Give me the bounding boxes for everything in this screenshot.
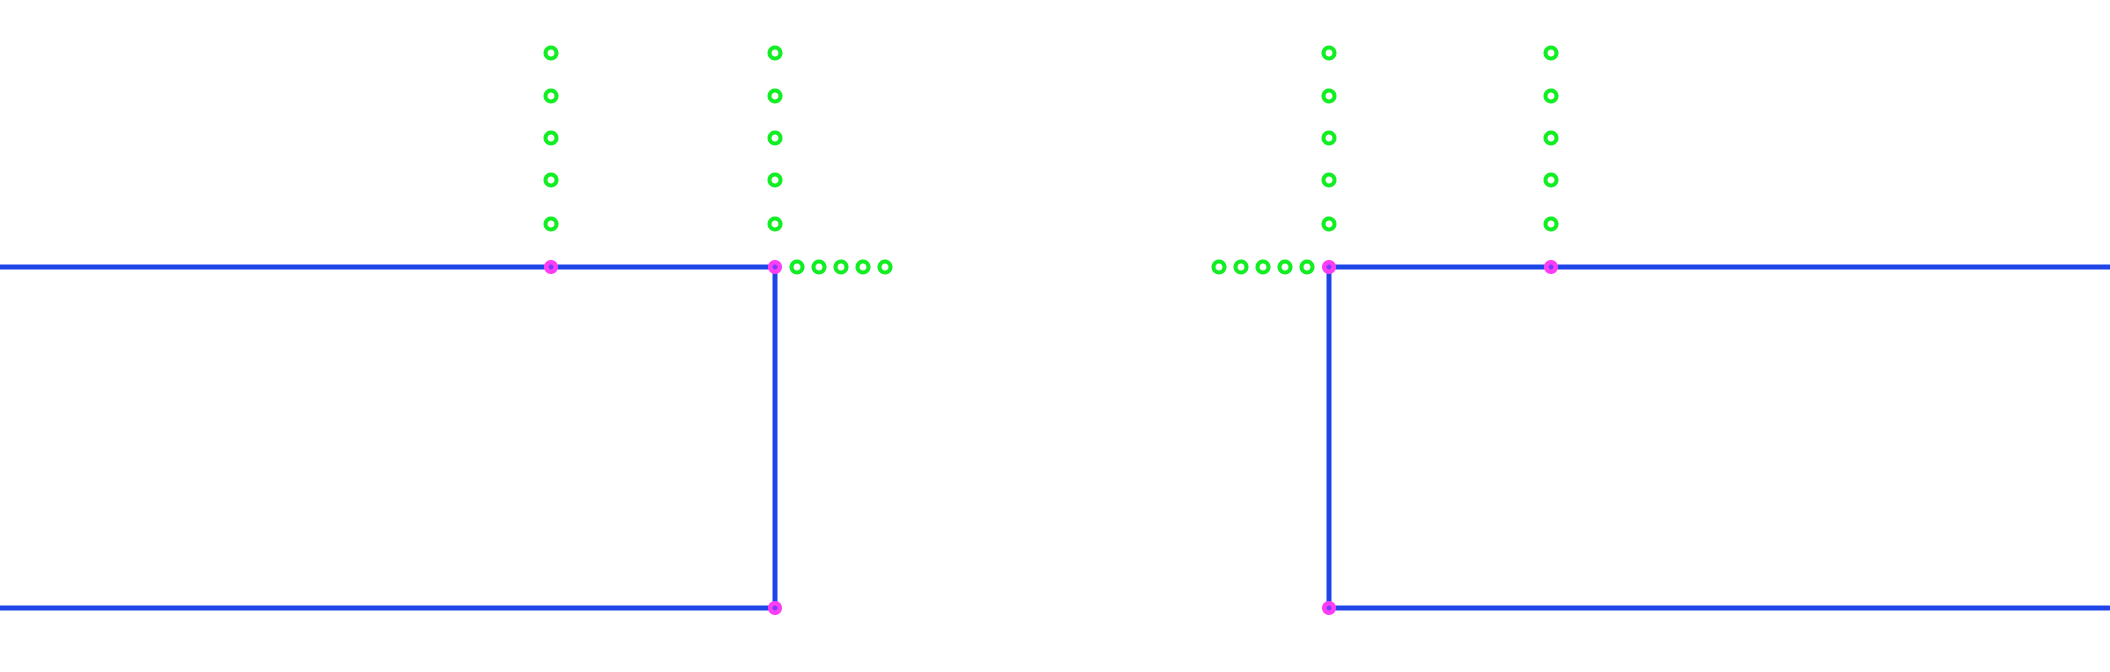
marker-dot (543, 216, 559, 232)
marker-dot (1543, 130, 1559, 146)
junction-node-center (548, 264, 554, 270)
marker-dot (767, 45, 783, 61)
marker-dot (767, 172, 783, 188)
marker-dot (543, 45, 559, 61)
marker-dot (1543, 172, 1559, 188)
marker-dot (1299, 259, 1315, 275)
marker-dot (543, 130, 559, 146)
marker-dot (855, 259, 871, 275)
marker-dot (811, 259, 827, 275)
marker-dot (543, 172, 559, 188)
marker-dot (767, 216, 783, 232)
marker-dot (543, 88, 559, 104)
marker-dot (1543, 216, 1559, 232)
marker-dot (1211, 259, 1227, 275)
marker-dot (1543, 45, 1559, 61)
marker-dot (877, 259, 893, 275)
junction-node-center (772, 264, 778, 270)
marker-dot (1321, 172, 1337, 188)
marker-dot (833, 259, 849, 275)
junction-node-center (1548, 264, 1554, 270)
marker-dot (1321, 88, 1337, 104)
junction-node-center (1326, 264, 1332, 270)
marker-dot (767, 130, 783, 146)
marker-dot (1321, 130, 1337, 146)
marker-dot (1233, 259, 1249, 275)
marker-dot (789, 259, 805, 275)
marker-dot (1255, 259, 1271, 275)
junction-node-center (772, 605, 778, 611)
marker-dot (767, 88, 783, 104)
junction-node-center (1326, 605, 1332, 611)
marker-dot (1277, 259, 1293, 275)
marker-dot (1543, 88, 1559, 104)
marker-dot (1321, 216, 1337, 232)
marker-dot (1321, 45, 1337, 61)
